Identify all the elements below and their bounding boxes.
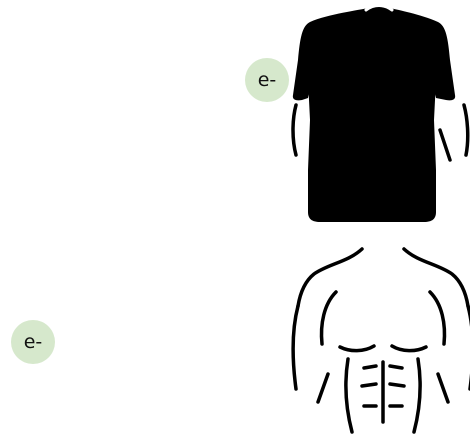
abs-left-1 — [364, 366, 376, 368]
right-forearm-mark — [438, 374, 448, 402]
left-arm-outline — [293, 105, 296, 155]
right-forearm-mark — [440, 130, 450, 160]
shirt-body — [293, 7, 455, 223]
right-pec-line — [392, 346, 426, 351]
abs-right-2 — [390, 384, 404, 386]
abs-right-1 — [390, 366, 402, 368]
bare-torso-icon — [288, 244, 470, 435]
left-torso-side — [346, 359, 352, 432]
t-shirt-icon — [288, 0, 470, 226]
left-pec-line — [340, 346, 374, 351]
electron-badge-torso: e- — [11, 320, 55, 364]
left-chest-curve — [322, 292, 336, 344]
left-forearm-mark — [318, 374, 328, 402]
right-torso-side — [414, 359, 420, 432]
electron-badge-shirt: e- — [245, 58, 289, 102]
right-arm-outline — [464, 105, 468, 155]
right-chest-curve — [430, 292, 444, 344]
abs-left-2 — [362, 384, 376, 386]
left-outer-arm — [293, 306, 298, 389]
